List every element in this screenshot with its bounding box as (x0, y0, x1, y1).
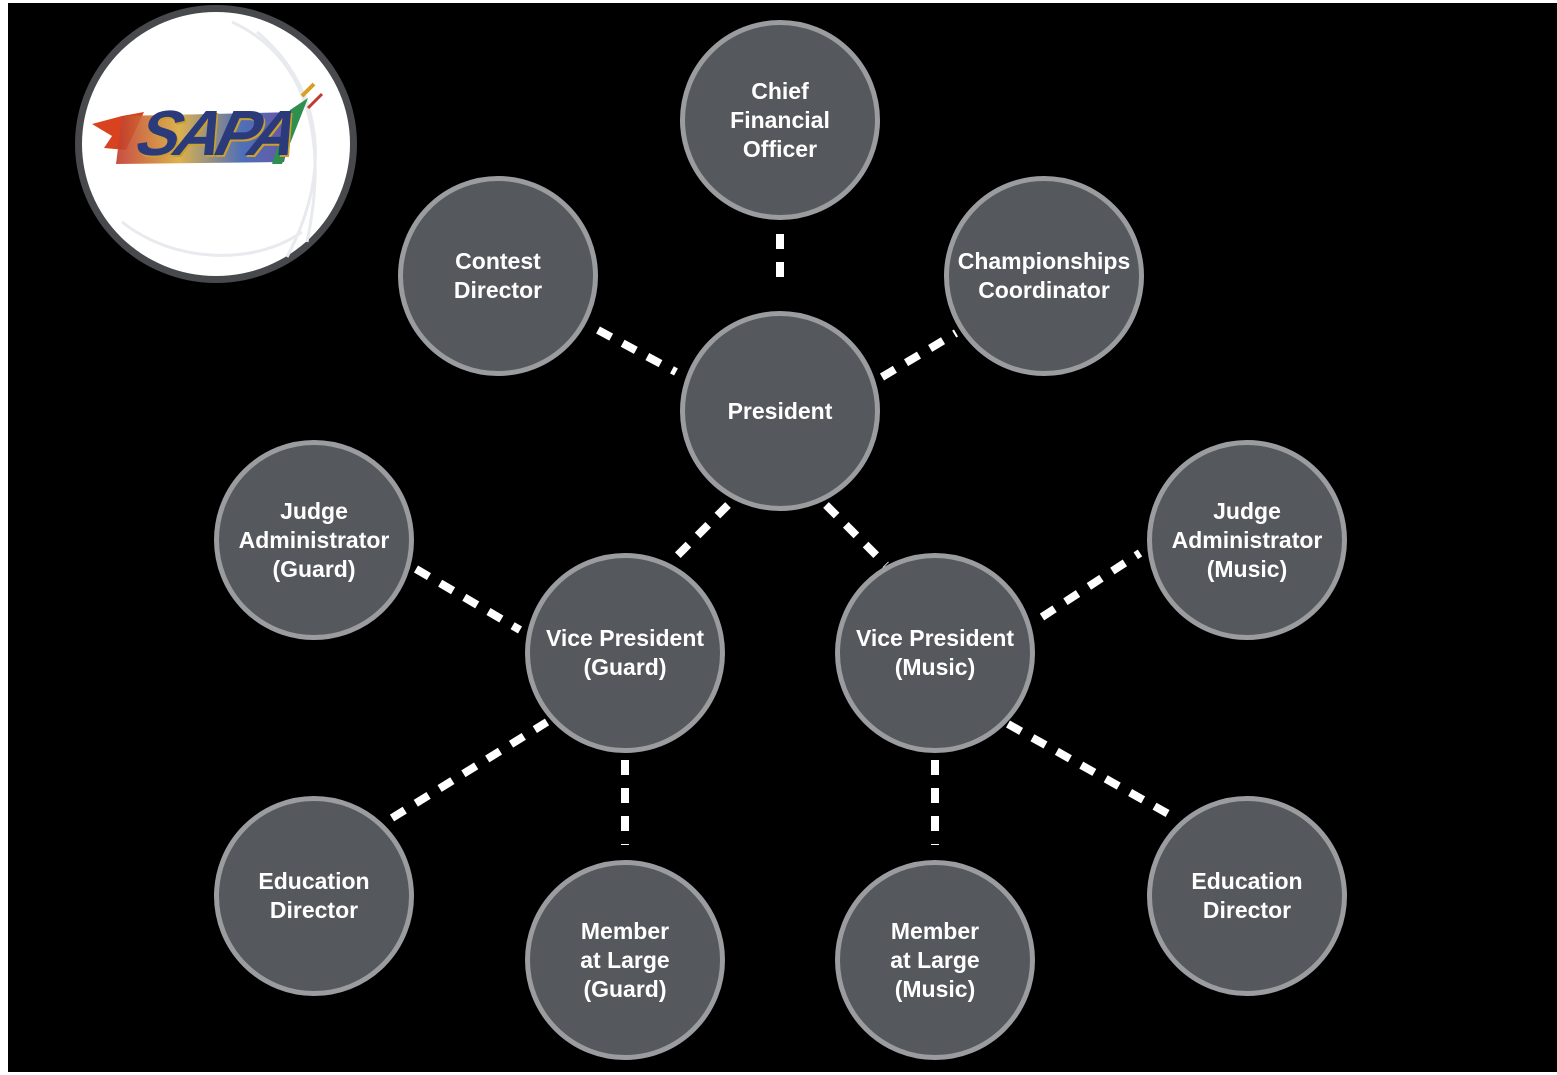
node-judge-administrator-guard: Judge Administrator (Guard) (214, 440, 414, 640)
connector-vp-guard-judge-admin (413, 565, 523, 634)
node-vice-president-music: Vice President (Music) (835, 553, 1035, 753)
node-member-at-large-music: Member at Large (Music) (835, 860, 1035, 1060)
node-member-at-large-guard: Member at Large (Guard) (525, 860, 725, 1060)
connector-vp-music-education (1006, 720, 1174, 820)
connector-president-championships (879, 329, 959, 381)
node-vice-president-guard: Vice President (Guard) (525, 553, 725, 753)
connector-president-contest-director (596, 326, 678, 376)
connector-vp-music-judge-admin (1039, 549, 1143, 621)
logo-wordmark: SAPA (130, 97, 302, 169)
sapa-logo-graphic (92, 20, 324, 258)
node-education-director-guard: Education Director (214, 796, 414, 996)
sapa-logo: SAPA (75, 5, 357, 283)
connector-vp-guard-education (389, 718, 550, 822)
connector-president-vp-guard (665, 502, 731, 568)
node-contest-director: Contest Director (398, 176, 598, 376)
node-president: President (680, 311, 880, 511)
node-chief-financial-officer: Chief Financial Officer (680, 20, 880, 220)
node-championships-coordinator: Championships Coordinator (944, 176, 1144, 376)
connector-president-vp-music (823, 502, 889, 568)
node-education-director-music: Education Director (1147, 796, 1347, 996)
node-judge-administrator-music: Judge Administrator (Music) (1147, 440, 1347, 640)
